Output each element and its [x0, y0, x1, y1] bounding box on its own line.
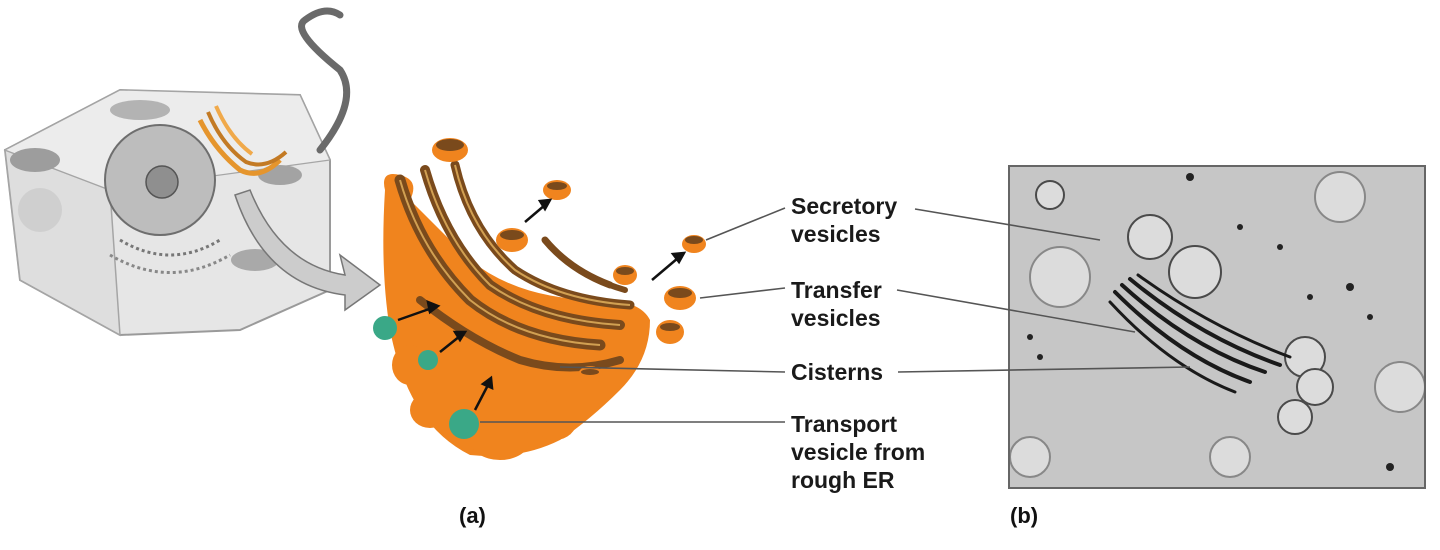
leader-secretory-right: [914, 208, 1101, 241]
leader-cisterns-left: [559, 366, 786, 373]
cell-golgi-highlight: [197, 105, 288, 176]
electron-micrograph: [1008, 165, 1426, 489]
label-secretory-vesicles: Secretory vesicles: [791, 193, 898, 247]
transport-vesicles: [373, 316, 479, 439]
flagellum: [298, 7, 351, 154]
zoom-arrow: [234, 189, 382, 312]
leader-transfer-right: [896, 289, 1136, 333]
micrograph-texture: [1010, 167, 1424, 487]
leader-secretory-left: [705, 207, 786, 241]
secretory-vesicles: [432, 138, 706, 384]
leader-cisterns-right: [897, 366, 1191, 373]
label-cisterns: Cisterns: [791, 359, 884, 385]
label-transport-vesicle: Transport vesicle from rough ER: [791, 411, 926, 493]
label-transfer-vesicles: Transfer vesicles: [791, 277, 882, 331]
panel-label-a: (a): [459, 503, 486, 528]
golgi-body: [383, 160, 650, 460]
movement-arrows: [397, 198, 687, 411]
panel-label-b: (b): [1010, 503, 1039, 528]
leader-transfer-left: [699, 287, 786, 299]
